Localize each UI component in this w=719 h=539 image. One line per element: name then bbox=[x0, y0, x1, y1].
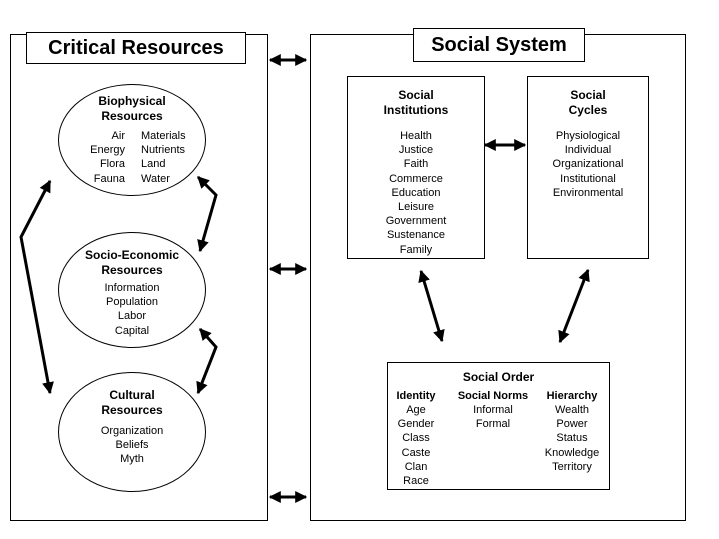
biophysical-resources-circle: Biophysical Resources Air Energy Flora F… bbox=[58, 84, 206, 196]
list-item: Territory bbox=[552, 460, 592, 473]
list-item: Education bbox=[391, 186, 441, 199]
list-item: Flora bbox=[99, 158, 125, 171]
list-item: Faith bbox=[403, 158, 429, 171]
list-item: Energy bbox=[90, 144, 125, 157]
social-institutions-box: Social Institutions Health Justice Faith… bbox=[347, 76, 485, 259]
list-item: Sustenance bbox=[386, 229, 446, 242]
list-item: Health bbox=[400, 130, 432, 142]
social-norms-heading: Social Norms bbox=[457, 390, 529, 402]
social-order-box: Social Order Identity Age Gender Class C… bbox=[387, 362, 610, 490]
list-item: Labor bbox=[117, 310, 147, 323]
list-item: Wealth bbox=[554, 404, 590, 416]
institutions-order-arrow bbox=[418, 269, 445, 343]
list-item: Organizational bbox=[552, 158, 624, 171]
list-item: Nutrients bbox=[141, 144, 186, 157]
cultural-heading-line2: Resources bbox=[101, 403, 163, 417]
list-item: Capital bbox=[114, 324, 150, 337]
list-item: Individual bbox=[564, 144, 612, 157]
list-item: Materials bbox=[141, 130, 186, 142]
list-item: Population bbox=[106, 296, 158, 309]
critical-resources-title: Critical Resources bbox=[26, 32, 246, 64]
list-item: Physiological bbox=[555, 130, 621, 142]
list-item: Age bbox=[406, 404, 426, 416]
list-item: Caste bbox=[401, 446, 431, 459]
list-item: Race bbox=[403, 475, 429, 488]
socio-economic-resources-circle: Socio-Economic Resources Information Pop… bbox=[58, 232, 206, 348]
list-item: Family bbox=[399, 243, 433, 256]
biophysical-socioeconomic-arrow bbox=[196, 175, 218, 253]
list-item: Environmental bbox=[552, 186, 624, 199]
cycles-heading-line2: Cycles bbox=[568, 103, 608, 117]
cultural-resources-circle: Cultural Resources Organization Beliefs … bbox=[58, 372, 206, 492]
list-item: Clan bbox=[404, 460, 428, 473]
hierarchy-heading: Hierarchy bbox=[546, 390, 598, 402]
list-item: Organization bbox=[100, 425, 164, 437]
cycles-heading-line1: Social bbox=[570, 88, 606, 102]
list-item: Justice bbox=[398, 144, 434, 157]
list-item: Leisure bbox=[397, 201, 435, 214]
list-item: Status bbox=[556, 432, 588, 445]
list-item: Informal bbox=[473, 404, 513, 416]
social-system-title: Social System bbox=[413, 28, 585, 62]
institutions-heading-line2: Institutions bbox=[383, 103, 449, 117]
socio-economic-heading-line2: Resources bbox=[101, 263, 163, 277]
institutions-heading-line1: Social bbox=[398, 88, 434, 102]
cycles-order-arrow bbox=[558, 268, 590, 344]
list-item: Beliefs bbox=[115, 439, 149, 452]
list-item: Water bbox=[141, 172, 170, 185]
social-cycles-box: Social Cycles Physiological Individual O… bbox=[527, 76, 649, 259]
biophysical-cultural-arrow bbox=[19, 179, 54, 395]
list-item: Air bbox=[111, 130, 125, 142]
list-item: Information bbox=[104, 282, 160, 294]
list-item: Myth bbox=[120, 453, 144, 466]
social-order-heading: Social Order bbox=[462, 370, 535, 384]
list-item: Formal bbox=[475, 418, 511, 431]
list-item: Institutional bbox=[560, 172, 616, 185]
list-item: Land bbox=[141, 158, 166, 171]
socio-economic-heading-line1: Socio-Economic bbox=[84, 248, 179, 262]
biophysical-heading-line1: Biophysical bbox=[98, 94, 166, 108]
socioeconomic-cultural-arrow bbox=[196, 328, 218, 395]
list-item: Government bbox=[385, 215, 447, 228]
list-item: Power bbox=[556, 418, 588, 431]
biophysical-heading-line2: Resources bbox=[101, 109, 163, 123]
list-item: Class bbox=[402, 432, 430, 445]
list-item: Commerce bbox=[389, 172, 443, 185]
list-item: Gender bbox=[397, 418, 435, 431]
list-item: Knowledge bbox=[544, 446, 600, 459]
list-item: Fauna bbox=[93, 172, 125, 185]
identity-heading: Identity bbox=[396, 390, 436, 402]
cultural-heading-line1: Cultural bbox=[109, 388, 155, 402]
